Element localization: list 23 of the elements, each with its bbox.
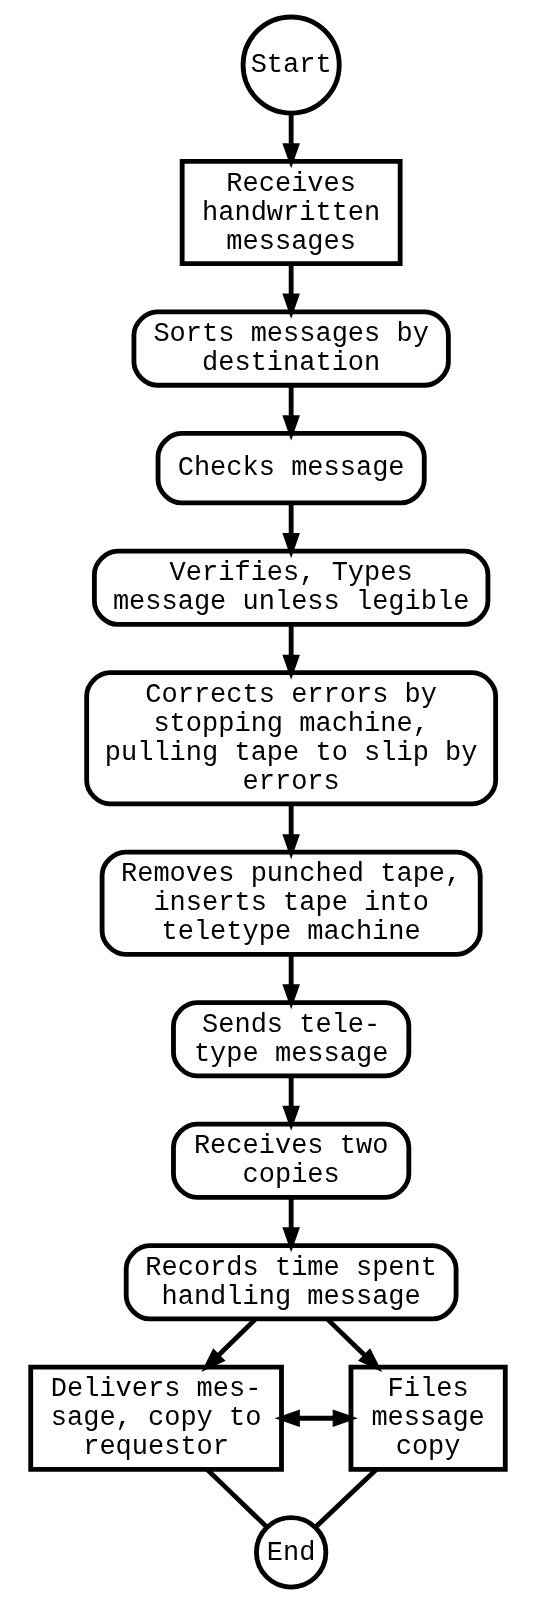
node-box: Corrects errors by stopping machine, pulling tape to slip by errors: [84, 670, 499, 807]
arrow: [282, 954, 300, 1010]
node-circle: Start: [240, 14, 342, 116]
node-box: Verifies, Types message unless legible: [91, 548, 491, 627]
node-box: Checks message: [155, 431, 427, 506]
node-box: Files message copy: [348, 1364, 508, 1472]
arrow: [282, 624, 300, 680]
node-box: Records time spent handling message: [123, 1243, 459, 1322]
node-circle: End: [254, 1515, 329, 1590]
node-box: Sends tele- type message: [171, 1000, 412, 1079]
arrow: [282, 385, 300, 441]
node-box: Receives handwritten messages: [179, 159, 403, 267]
node-box: Receives two copies: [171, 1121, 412, 1200]
arrow: [282, 502, 300, 559]
node-box: Removes punched tape, inserts tape into teletype machine: [99, 849, 483, 957]
arrow: [274, 1409, 358, 1428]
arrow: [282, 113, 300, 169]
arrow: [282, 803, 300, 860]
node-box: Delivers mes- sage, copy to requestor: [28, 1364, 284, 1472]
arrow: [282, 1197, 300, 1253]
arrow: [282, 1076, 300, 1131]
arrow: [282, 263, 300, 319]
node-box: Sorts messages by destination: [131, 309, 451, 388]
